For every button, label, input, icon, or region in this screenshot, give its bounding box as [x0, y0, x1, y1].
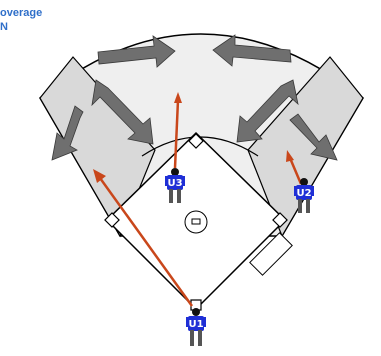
pitchers-rubber: [191, 218, 201, 225]
title-line-2: N: [0, 21, 8, 33]
arrow-left-field: [51, 105, 84, 161]
diagram-title: overage N: [0, 6, 42, 34]
umpire-u1: U1: [186, 308, 206, 346]
umpire-label-u2: U2: [296, 188, 311, 199]
umpire-u3: U3: [165, 168, 185, 203]
arrow-center-right: [212, 34, 292, 67]
coach-box-right: [249, 232, 293, 276]
path-u3-head: [174, 92, 182, 103]
movement-arrows: [51, 34, 338, 161]
path-u2: [288, 157, 303, 185]
second-base: [188, 133, 204, 149]
path-u1: [98, 177, 194, 307]
path-u3: [173, 99, 180, 169]
title-line-1: overage: [0, 7, 43, 19]
arrow-center-left: [97, 35, 176, 68]
arrow-right-diagonal: [236, 79, 299, 143]
arrow-right-field: [289, 113, 338, 161]
path-u2-head: [286, 150, 294, 162]
umpire-label-u1: U1: [188, 319, 203, 330]
third-base: [104, 212, 120, 228]
umpire-paths: [93, 92, 303, 307]
path-u1-head: [93, 169, 106, 183]
umpire-u2: U2: [294, 178, 314, 213]
umpire-label-u3: U3: [167, 178, 182, 189]
first-base: [272, 212, 288, 228]
left-field-zone: [39, 56, 156, 238]
arrow-left-diagonal: [91, 79, 154, 145]
